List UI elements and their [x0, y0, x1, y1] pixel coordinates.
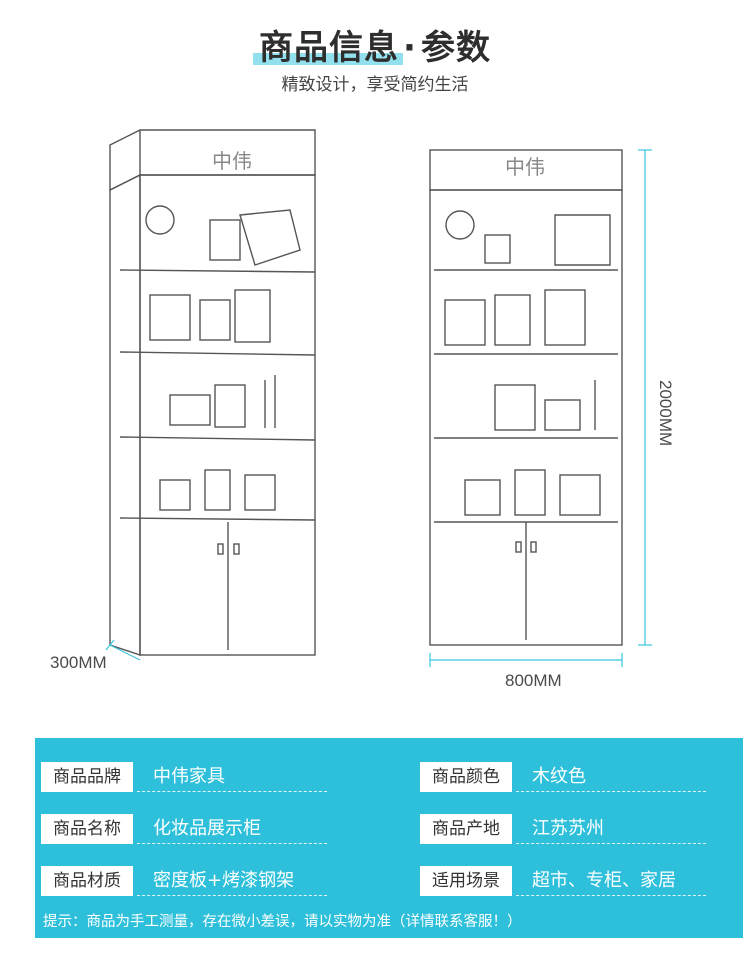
info-label: 商品材质: [41, 866, 133, 896]
height-dimension-label: 2000MM: [656, 380, 675, 446]
width-dimension-label: 800MM: [505, 671, 562, 690]
title-dot: ·: [403, 28, 417, 68]
title-main: 商品信息: [253, 20, 404, 69]
measurement-note: 提示：商品为手工测量，存在微小差误，请以实物为准（详情联系客服！）: [43, 914, 522, 930]
info-label: 商品品牌: [41, 762, 133, 792]
info-label: 商品颜色: [420, 762, 512, 792]
perspective-logo: 中伟: [212, 149, 252, 173]
info-label: 商品产地: [420, 814, 512, 844]
dimension-lines: [105, 149, 652, 667]
title-rest: 参数: [420, 28, 491, 68]
front-cabinet: [429, 149, 623, 646]
front-logo: 中伟: [505, 155, 545, 179]
cabinet-drawings: 中伟 中伟 300MM 800MM: [50, 129, 675, 690]
info-value: 密度板+烤漆钢架: [137, 866, 327, 896]
info-label: 商品名称: [41, 814, 133, 844]
perspective-cabinet: [109, 129, 316, 656]
info-value: 超市、专柜、家居: [516, 866, 706, 896]
page-subtitle: 精致设计，享受简约生活: [281, 75, 469, 95]
info-label: 适用场景: [420, 866, 512, 896]
page-title: 商品信息·参数: [0, 20, 750, 69]
depth-dimension-label: 300MM: [50, 653, 107, 672]
header: 商品信息·参数 精致设计，享受简约生活: [0, 0, 750, 110]
info-value: 化妆品展示柜: [137, 814, 327, 844]
info-value: 木纹色: [516, 762, 706, 792]
info-value: 江苏苏州: [516, 814, 706, 844]
info-value: 中伟家具: [137, 762, 327, 792]
product-info-panel: 商品品牌 中伟家具 商品颜色 木纹色 商品名称 化妆品展示柜 商品产地 江苏苏州…: [35, 738, 743, 938]
